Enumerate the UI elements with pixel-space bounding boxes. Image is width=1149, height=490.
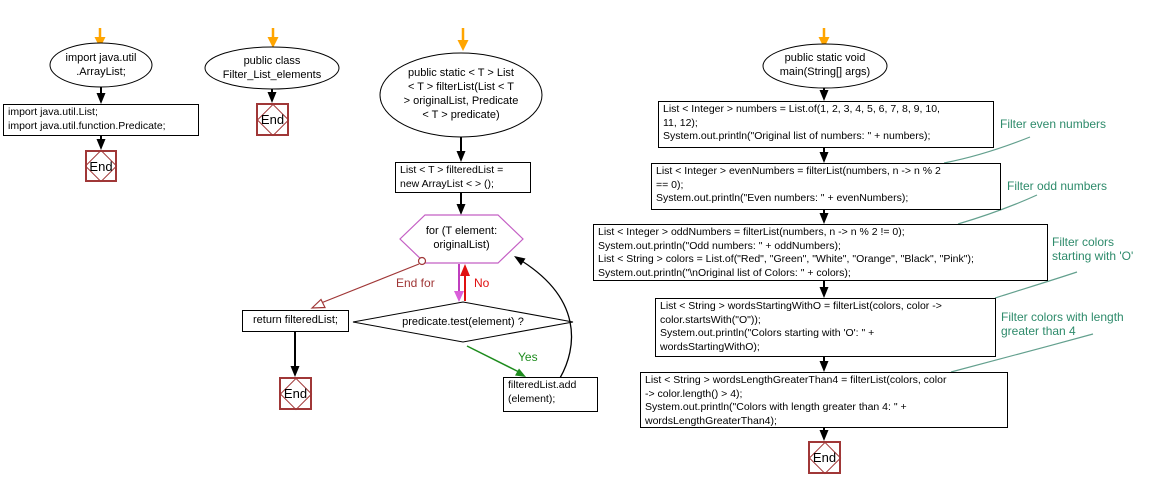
edge-main-4 [819,281,829,298]
predicate-test-label: predicate.test(element) ? [402,316,524,328]
edge-yes-to-add [466,345,526,377]
edge-import-to-body [96,87,106,104]
import-start-label: import java.util .ArrayList; [65,52,137,78]
edge-end-for [310,256,427,309]
edge-for-to-test [454,264,464,302]
yes-label: Yes [518,350,538,364]
main-start-label: public static void main(String[] args) [779,52,871,78]
end-node-imports: End [84,149,118,183]
end-label: End [812,450,837,465]
edge-main-to-end [819,428,829,441]
main-numbers-box: List < Integer > numbers = List.of(1, 2,… [658,101,994,148]
end-node-filterlist: End [279,377,312,410]
main-odd-colors-box: List < Integer > oddNumbers = filterList… [593,224,1048,281]
annotation-line-length-gt4 [950,333,1094,373]
filterlist-init-box: List < T > filteredList = new ArrayList … [395,162,531,193]
annotation-even: Filter even numbers [1000,117,1107,131]
annotation-line-even [943,136,1031,164]
annotation-length-gt4: Filter colors with length greater than 4 [1001,310,1124,338]
no-label: No [474,276,490,290]
annotation-odd: Filter odd numbers [1007,179,1108,193]
edge-no-back-to-for [460,264,470,301]
edge-main-1 [819,88,829,101]
for-loop-hexagon [399,214,524,264]
start-arrow-icon [267,28,279,48]
filterlist-start-label: public static < T > List < T > filterLis… [403,67,519,121]
end-label: End [260,112,285,127]
end-label: End [89,158,113,174]
import-body-box: import java.util.List; import java.util.… [3,104,199,136]
edge-loop-back [514,256,573,379]
end-for-label: End for [396,276,435,290]
edge-main-5 [819,357,829,372]
start-arrow-icon [457,28,469,51]
annotation-starts-o: Filter colors starting with 'O' [1052,235,1134,263]
edge-body-to-end [96,136,106,150]
start-arrow-icon [818,28,830,48]
annotation-line-odd [957,194,1038,225]
class-start-label: public class Filter_List_elements [222,55,322,81]
main-even-box: List < Integer > evenNumbers = filterLis… [651,163,1001,210]
main-starts-with-o-box: List < String > wordsStartingWithO = fil… [655,298,996,357]
add-element-box: filteredList.add (element); [503,377,598,412]
for-loop-label: for (T element: originalList) [425,225,498,251]
start-arrow-icon [94,28,106,48]
edge-class-to-end [267,89,277,103]
main-length-gt4-box: List < String > wordsLengthGreaterThan4 … [640,372,1008,428]
edge-return-to-end [290,332,300,377]
edge-init-to-for [456,193,466,215]
edge-main-3 [819,210,829,224]
predicate-test-diamond [352,301,574,343]
return-box: return filteredList; [242,310,349,332]
end-node-main: End [808,441,841,474]
edge-main-2 [819,148,829,163]
end-label: End [283,386,308,401]
annotation-line-starts-o [994,271,1078,299]
end-node-class: End [256,103,289,136]
edge-filterlist-to-init [456,137,466,162]
